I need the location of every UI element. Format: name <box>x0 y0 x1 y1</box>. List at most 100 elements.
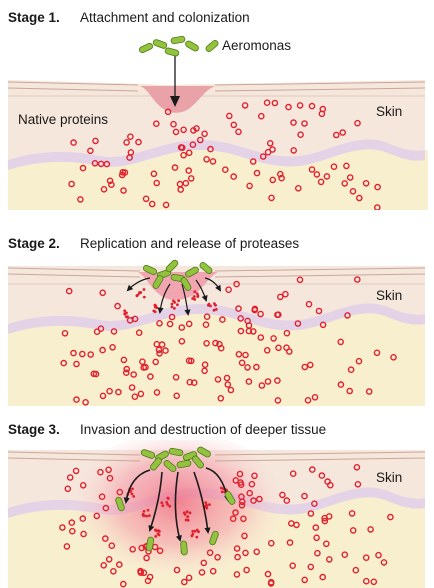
protein-dot <box>156 320 163 327</box>
protein-dot <box>99 392 107 400</box>
protein-dot <box>73 360 80 368</box>
protein-dot <box>108 542 116 549</box>
protein-dot <box>245 378 253 385</box>
protein-dot <box>355 194 363 202</box>
protein-dot <box>319 105 327 113</box>
protease-fragment <box>204 501 208 505</box>
protein-dot <box>325 513 333 520</box>
protein-dot <box>147 373 154 380</box>
stage-2-heading: Stage 2.Replication and release of prote… <box>8 236 299 251</box>
protein-dot <box>274 377 281 384</box>
protease-fragment <box>220 490 224 494</box>
protein-dot <box>233 280 240 288</box>
protease-clusters-2 <box>123 288 218 320</box>
stage-3-number: Stage 3. <box>8 422 60 437</box>
protein-dot <box>79 350 86 358</box>
protease-fragment <box>142 509 146 513</box>
protein-dot <box>337 338 345 346</box>
protease-fragment <box>125 311 128 315</box>
protease-fragment <box>141 513 145 517</box>
aeromonas-bacterium <box>199 262 213 274</box>
stage-1-skin-label: Skin <box>376 104 403 119</box>
protein-dot <box>201 130 208 138</box>
protease-fragment <box>155 529 158 533</box>
protein-dot <box>332 131 340 139</box>
protein-dot <box>293 521 300 529</box>
protein-dot <box>202 321 210 328</box>
protease-fragment <box>190 534 194 538</box>
protein-dot <box>267 539 275 547</box>
protease-fragment <box>161 504 165 508</box>
protein-dot <box>123 365 130 373</box>
arrowhead <box>204 527 211 534</box>
protein-dot <box>203 313 211 321</box>
protein-dot <box>225 286 232 294</box>
protein-dot <box>219 316 226 323</box>
protein-dot <box>304 396 312 404</box>
protein-dot <box>100 562 107 569</box>
protein-dot <box>178 324 186 331</box>
protein-dot <box>212 339 219 347</box>
protein-dot <box>286 539 294 546</box>
protein-dot <box>312 524 320 531</box>
protease-fragment <box>219 486 223 490</box>
protein-dot <box>155 346 163 354</box>
aeromonas-bacterium <box>170 35 186 45</box>
protein-dot <box>269 176 277 184</box>
protein-dot <box>158 341 166 348</box>
protein-dot <box>367 526 374 533</box>
protease-fragment <box>204 505 208 509</box>
protein-dot <box>137 567 144 575</box>
arrowhead <box>175 535 182 542</box>
protease-fragment <box>173 301 177 304</box>
protein-dot <box>120 356 128 364</box>
protease-fragment <box>183 513 187 516</box>
protein-dot <box>180 126 187 134</box>
protein-dot <box>153 179 160 187</box>
aeromonas-bacterium <box>180 540 188 556</box>
protease-fragment <box>168 504 172 508</box>
stage-2-diagram <box>7 259 426 406</box>
protein-dot <box>308 466 316 473</box>
protein-dot <box>297 131 304 138</box>
protein-dot <box>274 311 281 319</box>
protein-dot <box>119 168 127 176</box>
protein-dot <box>233 545 241 552</box>
protein-dot <box>306 361 314 369</box>
stage-3-skin-label: Skin <box>376 470 403 485</box>
protein-dot <box>326 481 334 489</box>
protein-dot <box>102 535 109 542</box>
protein-dot <box>115 388 122 396</box>
protease-fragment <box>193 529 197 533</box>
protease-fragment <box>142 288 146 291</box>
protein-dot <box>217 394 225 402</box>
protein-dot <box>87 351 94 358</box>
protein-dot <box>82 398 89 406</box>
protein-dot <box>282 290 289 298</box>
protein-dot <box>99 346 106 354</box>
protein-dot <box>268 194 275 202</box>
protein-dot <box>305 300 313 308</box>
protein-dot <box>93 512 101 520</box>
protein-dot <box>308 166 316 173</box>
protein-dot <box>152 358 159 366</box>
stage-3: Stage 3.Invasion and destruction of deep… <box>0 422 434 588</box>
protease-fragment <box>177 299 181 303</box>
protein-dot <box>73 396 80 403</box>
protein-dot <box>135 329 143 336</box>
protein-dot <box>248 480 256 488</box>
aeromonas-bacterium <box>145 536 155 552</box>
aeromonas-bacterium <box>165 259 179 273</box>
protein-dot <box>373 349 381 357</box>
protein-dot <box>362 554 370 561</box>
stage-2-title: Replication and release of proteases <box>80 236 300 251</box>
protein-dot <box>290 147 298 154</box>
aeromonas-bacterium <box>152 39 168 49</box>
protein-dot <box>102 504 110 512</box>
stage-1: Stage 1.Attachment and colonization Aero… <box>0 10 434 220</box>
protein-dot <box>307 510 315 517</box>
protein-dot <box>355 357 363 365</box>
protein-dot <box>337 381 345 388</box>
protein-dot <box>223 374 231 382</box>
protein-dot <box>162 347 169 354</box>
